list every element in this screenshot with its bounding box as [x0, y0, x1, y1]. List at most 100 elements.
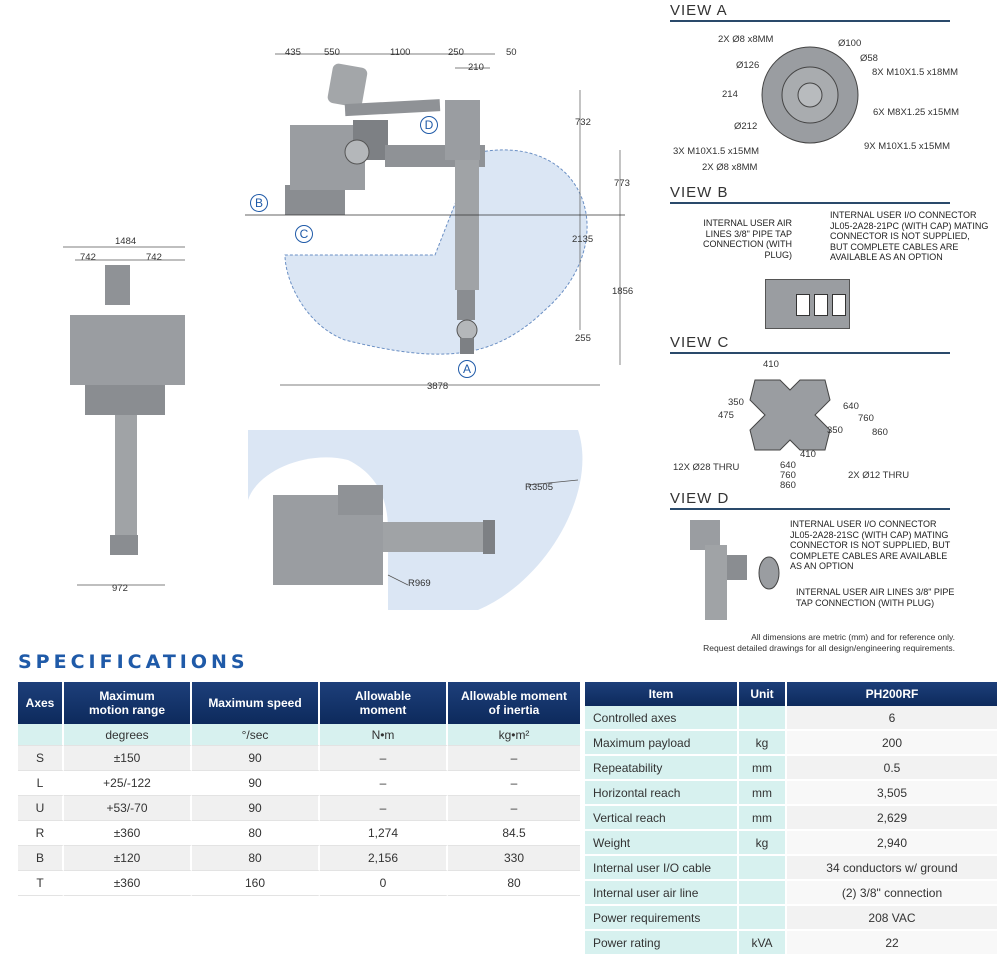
value-cell: (2) 3/8" connection	[787, 881, 997, 906]
cell: B	[18, 846, 64, 871]
cell: R	[18, 821, 64, 846]
cell: 80	[192, 821, 320, 846]
view-d-drawing	[685, 515, 785, 620]
unit-cell: °/sec	[192, 724, 320, 746]
unit-cell: kVA	[739, 931, 787, 956]
view-a-title: VIEW A	[670, 2, 728, 19]
view-d-note-io: INTERNAL USER I/O CONNECTOR JL05-2A28-21…	[790, 519, 951, 571]
view-a-note-7: 6X M8X1.25 x15MM	[873, 107, 960, 118]
view-c-dim-11: 860	[780, 480, 796, 491]
cell: ±150	[64, 746, 192, 771]
front-dim-right: 742	[146, 252, 162, 263]
view-c-dim-6: 860	[872, 427, 888, 438]
dim-right-2: 773	[614, 178, 630, 189]
view-c-dim-5: 760	[858, 413, 874, 424]
table-row: Power requirements 208 VAC	[585, 906, 997, 931]
view-a-note-4: 8X M10X1.5 x18MM	[872, 67, 959, 78]
top-dim-inner: R969	[408, 578, 431, 589]
connector-3	[832, 294, 846, 316]
item-cell: Power requirements	[585, 906, 739, 931]
view-c-svg	[749, 379, 831, 451]
front-view-svg	[63, 246, 185, 586]
view-a-note-9: 3X M10X1.5 x15MM	[673, 146, 760, 157]
item-cell: Controlled axes	[585, 706, 739, 731]
unit-cell: mm	[739, 781, 787, 806]
cell: 2,156	[320, 846, 448, 871]
view-c-dim-1: 410	[763, 359, 779, 370]
view-a-rule	[670, 20, 950, 22]
item-header-unit: Unit	[739, 682, 787, 706]
cell: ±120	[64, 846, 192, 871]
value-cell: 2,629	[787, 806, 997, 831]
item-cell: Internal user air line	[585, 881, 739, 906]
unit-cell: mm	[739, 806, 787, 831]
view-c-drawing	[745, 375, 835, 455]
unit-cell: kg•m²	[448, 724, 580, 746]
cell: ±360	[64, 821, 192, 846]
value-cell: 6	[787, 706, 997, 731]
unit-cell	[739, 856, 787, 881]
dim-right-4: 1856	[612, 286, 634, 297]
reach-envelope	[284, 149, 588, 355]
value-cell: 2,940	[787, 831, 997, 856]
value-cell: 208 VAC	[787, 906, 997, 931]
cell: S	[18, 746, 64, 771]
top-view-svg	[248, 430, 583, 610]
callout-a: A	[458, 360, 476, 378]
footnote-line-1: All dimensions are metric (mm) and for r…	[751, 632, 955, 642]
view-a-note-6: 214	[722, 89, 738, 100]
dim-top-6: 210	[468, 62, 484, 73]
specs-title: SPECIFICATIONS	[18, 651, 249, 673]
cell: –	[448, 796, 580, 821]
view-a-note-3: Ø58	[860, 53, 878, 64]
view-c-rule	[670, 352, 950, 354]
axes-header-axes: Axes	[18, 682, 64, 724]
axes-header-range: Maximum motion range	[64, 682, 192, 724]
item-cell: Power rating	[585, 931, 739, 956]
view-c-dim-9: 640	[780, 460, 796, 471]
cell: +25/-122	[64, 771, 192, 796]
axes-header-inertia: Allowable moment of inertia	[448, 682, 580, 724]
cell: 330	[448, 846, 580, 871]
top-dim-outer: R3505	[525, 482, 553, 493]
top-view-drawing	[248, 430, 588, 610]
cell: 90	[192, 771, 320, 796]
unit-cell: N•m	[320, 724, 448, 746]
item-cell: Internal user I/O cable	[585, 856, 739, 881]
view-c-dim-8: 410	[800, 449, 816, 460]
view-a-note-5: Ø126	[736, 60, 760, 71]
dim-top-3: 1100	[390, 47, 411, 58]
cell: –	[320, 771, 448, 796]
item-cell: Horizontal reach	[585, 781, 739, 806]
item-cell: Vertical reach	[585, 806, 739, 831]
view-b-note-right: INTERNAL USER I/O CONNECTOR JL05-2A28-21…	[830, 210, 989, 262]
unit-cell	[18, 724, 64, 746]
view-c-note-holes: 12X Ø28 THRU	[673, 462, 740, 473]
unit-cell: mm	[739, 756, 787, 781]
units-row: degrees °/sec N•m kg•m²	[18, 724, 580, 746]
value-cell: 3,505	[787, 781, 997, 806]
unit-cell: kg	[739, 831, 787, 856]
cell: 84.5	[448, 821, 580, 846]
table-row: Internal user air line (2) 3/8" connectio…	[585, 881, 997, 906]
value-cell: 200	[787, 731, 997, 756]
front-dim-left: 742	[80, 252, 96, 263]
connector-1	[796, 294, 810, 316]
cell: +53/-70	[64, 796, 192, 821]
item-header-model: PH200RF	[787, 682, 997, 706]
cell: 1,274	[320, 821, 448, 846]
value-cell: 0.5	[787, 756, 997, 781]
view-d-title: VIEW D	[670, 490, 730, 507]
cell: 80	[448, 871, 580, 896]
view-c-title: VIEW C	[670, 334, 730, 351]
view-b-title: VIEW B	[670, 184, 729, 201]
view-a-note-1: 2X Ø8 x8MM	[718, 34, 774, 45]
view-a-svg	[761, 46, 859, 144]
